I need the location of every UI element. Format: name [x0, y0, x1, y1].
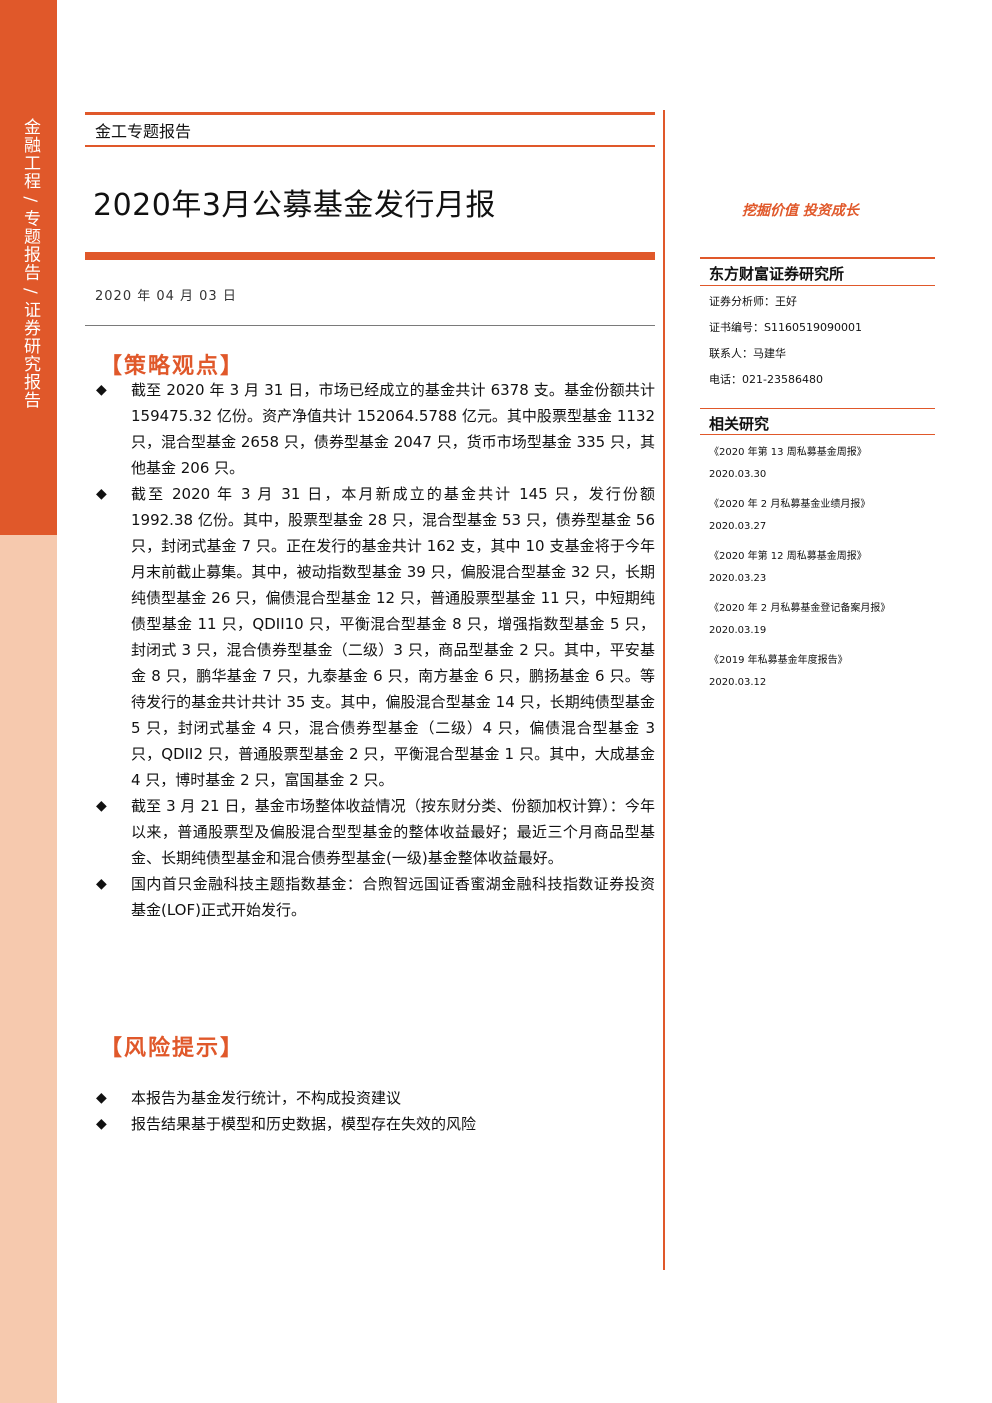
related-report-title[interactable]: 《2020 年第 13 周私募基金周报》 — [709, 447, 867, 458]
diamond-bullet-icon: ◆ — [96, 876, 107, 892]
related-report-date: 2020.03.27 — [709, 521, 767, 532]
bullet-text: 截至 2020 年 3 月 31 日，市场已经成立的基金共计 6378 支。基金… — [131, 381, 655, 477]
related-report-date: 2020.03.23 — [709, 573, 767, 584]
related-report-title[interactable]: 《2020 年 2 月私募基金业绩月报》 — [709, 499, 871, 510]
bullet-text: 国内首只金融科技主题指数基金：合煦智远国证香蜜湖金融科技指数证券投资基金(LOF… — [131, 875, 655, 919]
cert-number: 证书编号：S1160519090001 — [709, 321, 862, 334]
related-report-title[interactable]: 《2019 年私募基金年度报告》 — [709, 655, 848, 666]
band-vertical-label: 金融工程 / 专题报告 / 证券研究报告 — [20, 118, 40, 410]
phone-number: 电话：021-23586480 — [709, 373, 823, 386]
related-bottom-rule — [700, 434, 935, 435]
diamond-bullet-icon: ◆ — [96, 798, 107, 814]
page-title: 2020年3月公募基金发行月报 — [93, 188, 496, 223]
bullet-text: 报告结果基于模型和历史数据，模型存在失效的风险 — [131, 1115, 477, 1133]
title-rule — [85, 252, 655, 260]
column-divider — [663, 110, 665, 1270]
diamond-bullet-icon: ◆ — [96, 382, 107, 398]
bullet-text: 本报告为基金发行统计，不构成投资建议 — [131, 1089, 402, 1107]
report-date: 2020 年 04 月 03 日 — [95, 289, 237, 304]
side-band-light — [0, 535, 57, 1403]
risk-heading: 【风险提示】 — [100, 1035, 245, 1061]
related-report-date: 2020.03.19 — [709, 625, 767, 636]
top-rule — [85, 112, 655, 115]
list-item: ◆ 截至 2020 年 3 月 31 日，本月新成立的基金共计 145 只，发行份… — [95, 481, 655, 793]
diamond-bullet-icon: ◆ — [96, 1116, 107, 1132]
report-type: 金工专题报告 — [95, 122, 192, 141]
institute-name: 东方财富证券研究所 — [709, 265, 845, 283]
related-report-date: 2020.03.30 — [709, 469, 767, 480]
diamond-bullet-icon: ◆ — [96, 486, 107, 502]
list-item: ◆ 截至 2020 年 3 月 31 日，市场已经成立的基金共计 6378 支。基… — [95, 377, 655, 481]
list-item: ◆ 截至 3 月 21 日，基金市场整体收益情况（按东财分类、份额加权计算）：今年… — [95, 793, 655, 871]
related-report-title[interactable]: 《2020 年 2 月私募基金登记备案月报》 — [709, 603, 891, 614]
list-item: ◆ 报告结果基于模型和历史数据，模型存在失效的风险 — [95, 1111, 655, 1137]
bullet-text: 截至 2020 年 3 月 31 日，本月新成立的基金共计 145 只，发行份额… — [131, 485, 655, 789]
strategy-list: ◆ 截至 2020 年 3 月 31 日，市场已经成立的基金共计 6378 支。基… — [95, 377, 655, 923]
bullet-text: 截至 3 月 21 日，基金市场整体收益情况（按东财分类、份额加权计算）：今年以… — [131, 797, 655, 867]
header-rule — [85, 145, 655, 147]
related-top-rule — [700, 408, 935, 409]
analyst-name: 证券分析师：王好 — [709, 295, 797, 308]
risk-list: ◆ 本报告为基金发行统计，不构成投资建议 ◆ 报告结果基于模型和历史数据，模型存在失… — [95, 1085, 655, 1137]
related-report-date: 2020.03.12 — [709, 677, 767, 688]
related-heading: 相关研究 — [709, 415, 770, 433]
institute-bottom-rule — [700, 285, 935, 286]
date-divider — [85, 325, 655, 326]
side-band-dark — [0, 0, 57, 535]
related-report-title[interactable]: 《2020 年第 12 周私募基金周报》 — [709, 551, 867, 562]
list-item: ◆ 国内首只金融科技主题指数基金：合煦智远国证香蜜湖金融科技指数证券投资基金(LO… — [95, 871, 655, 923]
diamond-bullet-icon: ◆ — [96, 1090, 107, 1106]
contact-person: 联系人：马建华 — [709, 347, 786, 360]
slogan: 挖掘价值 投资成长 — [742, 203, 859, 219]
institute-top-rule — [700, 257, 935, 259]
strategy-heading: 【策略观点】 — [100, 353, 245, 379]
list-item: ◆ 本报告为基金发行统计，不构成投资建议 — [95, 1085, 655, 1111]
